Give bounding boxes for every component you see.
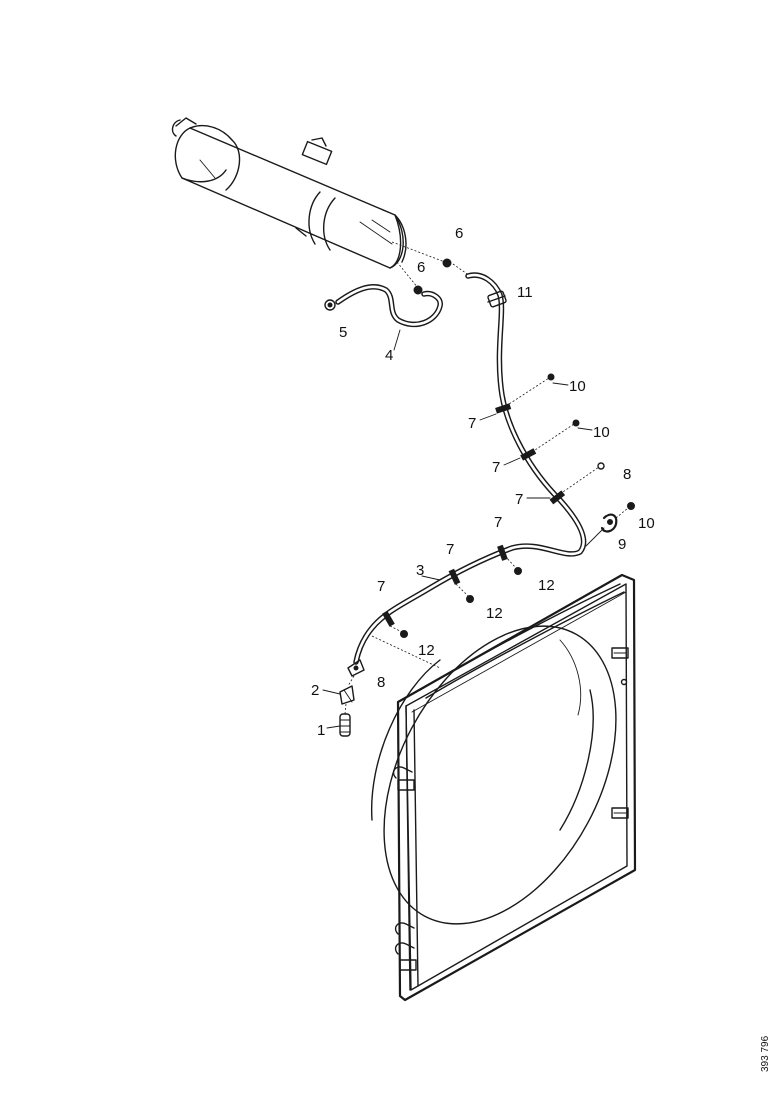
coupling-11: [487, 290, 507, 308]
callout-9: 9: [618, 536, 626, 553]
reference-number: 393 796: [760, 1035, 771, 1072]
fitting-1: [339, 713, 351, 737]
fitting-5: [324, 299, 336, 311]
clamp-7a: [495, 403, 512, 414]
fitting-2: [339, 685, 355, 705]
callout-12a: 12: [538, 577, 555, 594]
fitting-6b: [413, 285, 423, 295]
callout-7d: 7: [494, 514, 502, 531]
callout-2: 2: [311, 682, 319, 699]
callout-8a: 8: [623, 466, 631, 483]
callout-12b: 12: [486, 605, 503, 622]
hose-3: [353, 272, 587, 665]
fitting-6a: [442, 258, 452, 268]
callout-10a: 10: [569, 378, 586, 395]
clamp-7f: [382, 610, 395, 627]
front-panel: [370, 573, 637, 1002]
clamp-7e: [448, 568, 461, 585]
fitting-8b: [347, 659, 365, 677]
callout-7f: 7: [377, 578, 385, 595]
clamp-7d: [497, 544, 508, 561]
callout-7a: 7: [468, 415, 476, 432]
callout-1: 1: [317, 722, 325, 739]
screw-10c: [627, 502, 635, 510]
callouts: 1 2 3 4 5 6 6 7 7 7 7 7 7 8 8 9 10 10 10…: [311, 225, 655, 739]
callout-8b: 8: [377, 674, 385, 691]
bracket-9: [600, 513, 618, 533]
callout-5: 5: [339, 324, 347, 341]
callout-6b: 6: [417, 259, 425, 276]
callout-3: 3: [416, 562, 424, 579]
callout-6a: 6: [455, 225, 463, 242]
callout-4: 4: [385, 347, 393, 364]
callout-7e: 7: [446, 541, 454, 558]
callout-7c: 7: [515, 491, 523, 508]
callout-12c: 12: [418, 642, 435, 659]
callout-11: 11: [517, 284, 533, 301]
callout-10b: 10: [593, 424, 610, 441]
callout-7b: 7: [492, 459, 500, 476]
tank: [171, 117, 407, 269]
callout-10c: 10: [638, 515, 655, 532]
pipe-4: [335, 284, 443, 328]
clamp-7c: [549, 490, 566, 505]
